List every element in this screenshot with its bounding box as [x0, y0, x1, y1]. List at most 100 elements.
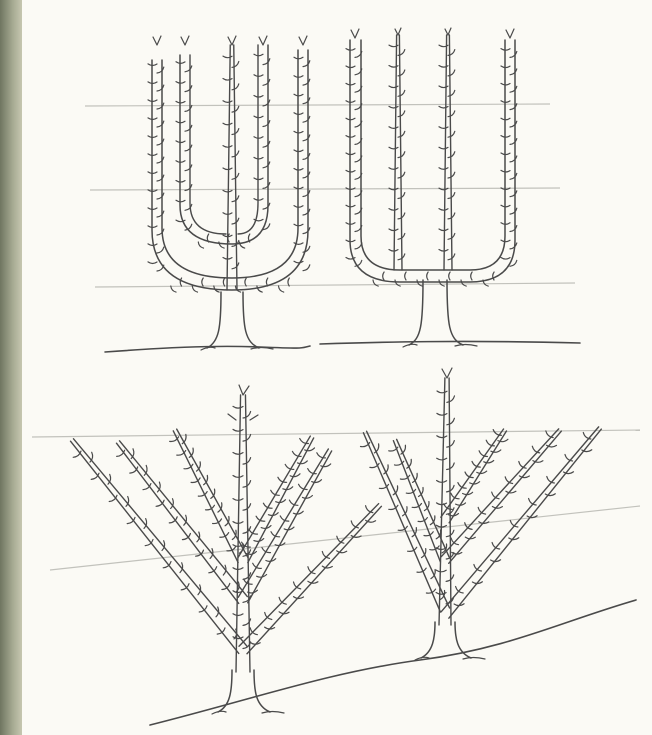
spur [263, 162, 270, 168]
spur [233, 614, 243, 616]
spur [157, 85, 164, 91]
spur [157, 211, 164, 217]
spur [437, 481, 447, 483]
spur [254, 539, 264, 542]
ground-line-top [105, 341, 580, 352]
spur [248, 234, 249, 242]
spur [303, 191, 310, 197]
spur [157, 121, 164, 127]
spur [185, 165, 192, 171]
limb-edge [449, 35, 452, 270]
spur [545, 494, 555, 496]
spur [398, 90, 405, 96]
spur [417, 280, 422, 286]
tree-upper-right [346, 28, 517, 347]
spur [298, 461, 308, 464]
spur [143, 484, 151, 490]
limb-edge [248, 451, 332, 603]
spur [288, 278, 289, 286]
spur [223, 190, 232, 192]
spur [263, 503, 272, 508]
spur [223, 56, 232, 58]
spur [157, 157, 164, 163]
wire-top-2 [90, 188, 560, 190]
spur [223, 278, 224, 286]
spur [233, 453, 243, 455]
spur [510, 52, 517, 58]
root [201, 347, 273, 350]
spur [493, 272, 494, 280]
spur [312, 480, 322, 483]
spur [346, 258, 355, 260]
spur [498, 439, 508, 441]
inner-u-inner [190, 55, 226, 234]
spur [303, 209, 310, 215]
spur [257, 575, 267, 578]
spur [448, 131, 455, 137]
candelabra-inner [361, 40, 505, 270]
spur [233, 499, 243, 501]
spur [176, 220, 185, 222]
spur [303, 98, 310, 104]
trunk-edge [447, 280, 463, 345]
spur [157, 67, 164, 73]
spur [398, 526, 407, 530]
tip [506, 29, 514, 38]
spur [582, 450, 592, 452]
spur [519, 476, 529, 478]
spur [245, 278, 246, 286]
spur [510, 191, 517, 197]
spur [232, 62, 239, 68]
spur [439, 127, 448, 129]
tip [259, 36, 267, 45]
spur [263, 203, 270, 209]
spur [233, 429, 243, 431]
spur [461, 280, 466, 286]
tree-upper-left [148, 36, 310, 350]
spur [448, 70, 455, 76]
spur [484, 461, 494, 463]
spur [501, 258, 510, 260]
ground-line-bottom [150, 600, 636, 725]
spur [547, 445, 557, 447]
spur [389, 106, 398, 108]
limb-edge [234, 45, 237, 290]
spur [389, 86, 398, 88]
tip [153, 36, 161, 45]
spur [235, 286, 240, 292]
limb-edge [449, 378, 451, 625]
spur [510, 226, 517, 232]
spur [185, 86, 192, 92]
spur [294, 261, 303, 263]
spur [232, 84, 239, 90]
support-wires [32, 104, 640, 570]
spur [437, 391, 447, 393]
spur [233, 476, 243, 478]
trunk-edge [243, 292, 259, 348]
limb-edge [71, 441, 239, 653]
spur [185, 145, 192, 151]
spur [337, 551, 347, 553]
spur [437, 413, 447, 415]
spur [446, 575, 454, 582]
spur [198, 242, 203, 248]
spur [232, 106, 239, 112]
trunk-edge [421, 622, 435, 658]
spur [207, 234, 208, 242]
spur [412, 504, 421, 508]
spur [223, 101, 232, 103]
spur [185, 125, 192, 131]
spur [389, 147, 398, 149]
spur [303, 172, 310, 178]
root [212, 711, 284, 714]
tip [181, 36, 189, 45]
spur [510, 156, 517, 162]
spur [243, 412, 251, 419]
spur [398, 111, 405, 117]
spur [532, 446, 539, 453]
spur [263, 59, 270, 65]
spur [157, 175, 164, 181]
tip [445, 28, 451, 35]
spur [510, 121, 517, 127]
